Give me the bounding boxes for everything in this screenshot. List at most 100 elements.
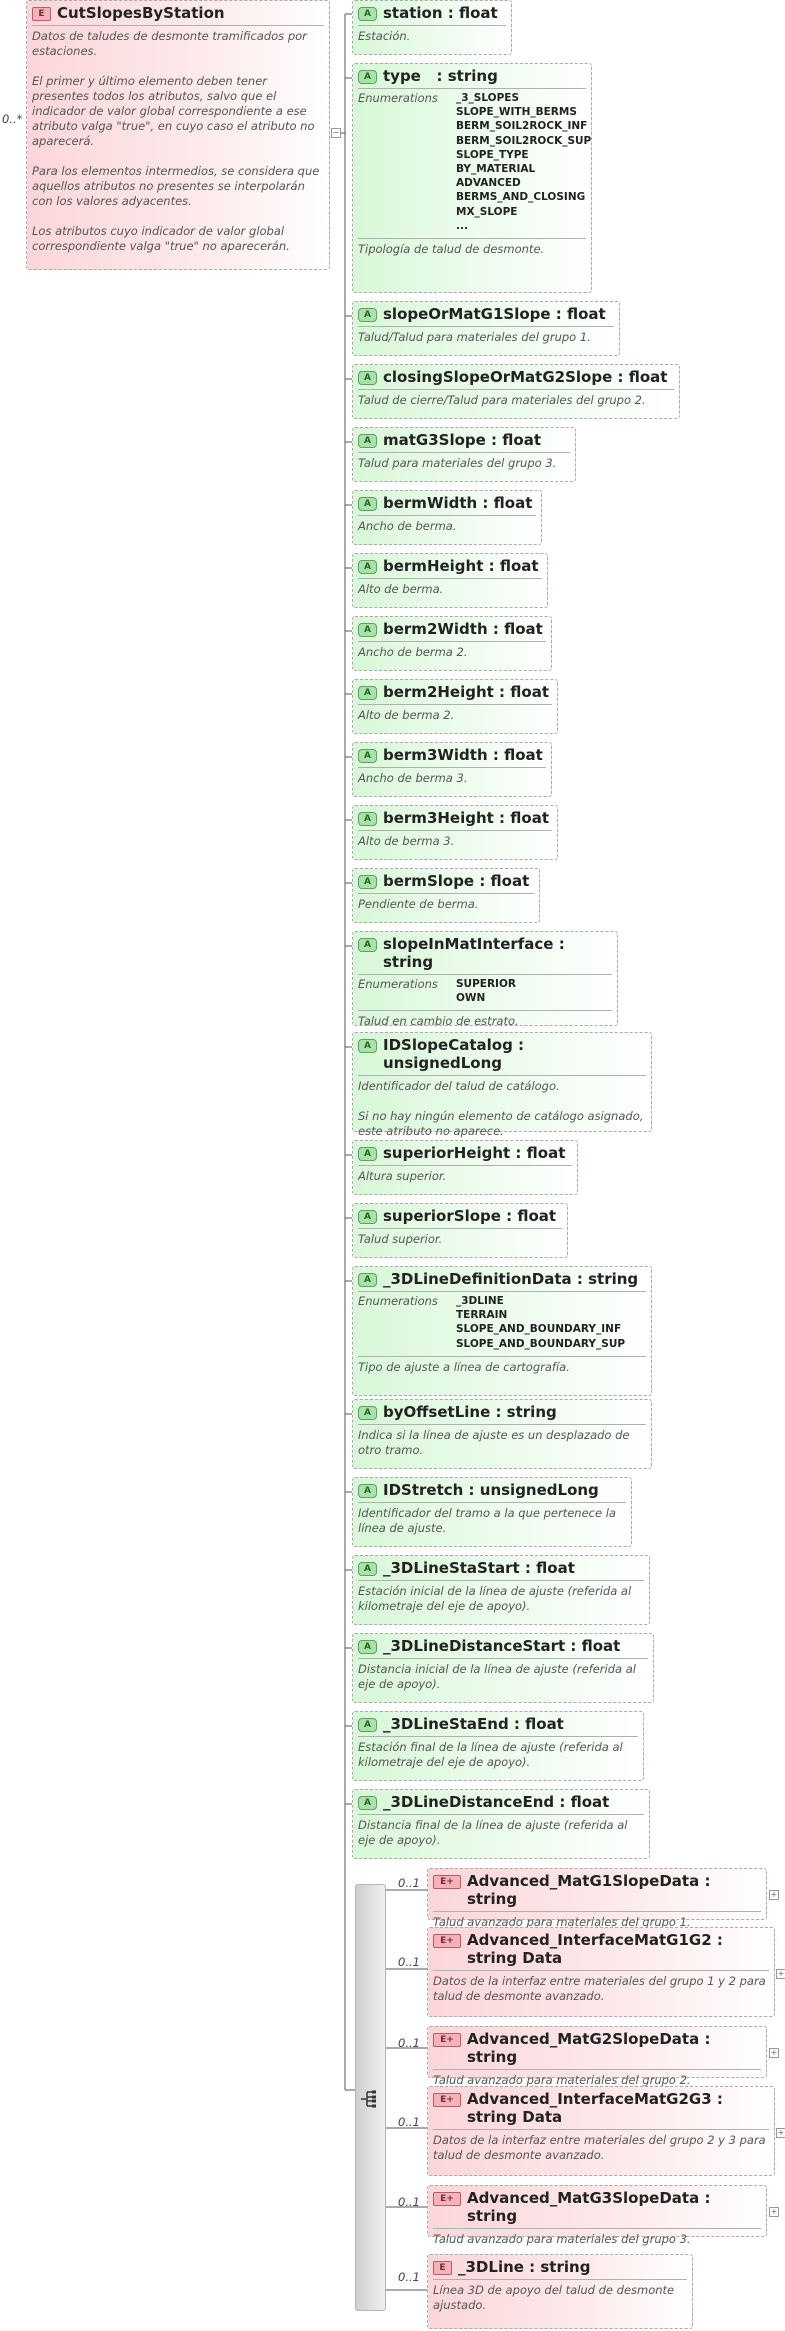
attribute-badge-icon: A — [358, 686, 377, 700]
divider — [358, 578, 542, 579]
sequence-compositor[interactable] — [355, 1884, 386, 2311]
attribute-name: _3DLineStaEnd : float — [383, 1715, 564, 1733]
attribute-description: Talud superior. — [358, 1232, 443, 1246]
root-element-box[interactable]: E CutSlopesByStation Datos de taludes de… — [26, 0, 330, 270]
expand-toggle-icon[interactable]: + — [769, 2048, 779, 2058]
element-Advanced_InterfaceMatG1G2[interactable]: E+ Advanced_InterfaceMatG1G2 : string Dat… — [427, 1927, 775, 2017]
collapse-toggle-icon[interactable]: − — [331, 128, 341, 138]
attribute-name: berm2Width : float — [383, 620, 543, 638]
element-Advanced_MatG3SlopeData[interactable]: E+Advanced_MatG3SlopeData : string Talud… — [427, 2185, 767, 2246]
element-Advanced_MatG1SlopeData[interactable]: E+Advanced_MatG1SlopeData : string Talud… — [427, 1868, 767, 1929]
attribute-badge-icon: A — [358, 7, 377, 21]
attribute-name: bermWidth : float — [383, 494, 533, 512]
element-description: Talud avanzado para materiales del grupo… — [433, 1915, 691, 1929]
element-name: Advanced_MatG1SlopeData : string — [467, 1872, 711, 1908]
sequence-icon — [361, 2090, 376, 2108]
attribute-name: berm3Height : float — [383, 809, 549, 827]
attribute-name: superiorHeight : float — [383, 1144, 566, 1162]
divider — [358, 1075, 646, 1076]
expand-toggle-icon[interactable]: + — [769, 2207, 779, 2217]
attribute-3DLineDistanceStart[interactable]: A_3DLineDistanceStart : float Distancia … — [352, 1633, 654, 1703]
attribute-name: berm3Width : float — [383, 746, 543, 764]
child-cardinality: 0..1 — [398, 1955, 420, 1969]
element-Advanced_MatG2SlopeData[interactable]: E+Advanced_MatG2SlopeData : string Talud… — [427, 2026, 767, 2087]
divider — [358, 767, 546, 768]
attribute-badge-icon: A — [358, 1640, 377, 1654]
attribute-badge-icon: A — [358, 1273, 377, 1287]
divider — [358, 1502, 626, 1503]
attribute-3DLineStaEnd[interactable]: A_3DLineStaEnd : float Estación final de… — [352, 1711, 644, 1781]
enum-value: _3_SLOPES — [456, 92, 520, 104]
enum-value: SUPERIOR — [456, 978, 516, 990]
attribute-description: Estación. — [358, 29, 411, 43]
root-element-description: Datos de taludes de desmonte tramificado… — [32, 29, 320, 253]
attribute-badge-icon: A — [358, 1796, 377, 1810]
enumerations-label: Enumerations — [358, 977, 438, 991]
divider — [358, 974, 612, 975]
divider — [433, 2129, 769, 2130]
element-badge-icon: E+ — [433, 1934, 461, 1948]
enum-value: BERMS_AND_CLOSING — [456, 191, 586, 204]
divider — [358, 641, 546, 642]
divider — [358, 326, 614, 327]
attribute-description: Indica si la línea de ajuste es un despl… — [358, 1428, 630, 1457]
divider — [433, 1911, 761, 1912]
attribute-name: IDSlopeCatalog : unsignedLong — [383, 1036, 525, 1072]
child-cardinality: 0..1 — [398, 2195, 420, 2209]
expand-toggle-icon[interactable]: + — [769, 1890, 779, 1900]
attribute-name: station : float — [383, 4, 498, 22]
divider — [358, 389, 674, 390]
attribute-3DLineDistanceEnd[interactable]: A_3DLineDistanceEnd : float Distancia fi… — [352, 1789, 650, 1859]
attribute-3DLineDefinitionData[interactable]: A_3DLineDefinitionData : string Enumerat… — [352, 1266, 652, 1396]
attribute-badge-icon: A — [358, 1406, 377, 1420]
attribute-3DLineStaStart[interactable]: A_3DLineStaStart : float Estación inicia… — [352, 1555, 650, 1625]
attribute-badge-icon: A — [358, 1484, 377, 1498]
element-badge-icon: E+ — [433, 2033, 461, 2047]
attribute-description: Tipología de talud de desmonte. — [358, 242, 545, 257]
divider — [358, 1010, 612, 1012]
root-element-name: CutSlopesByStation — [57, 4, 225, 22]
divider — [358, 1736, 638, 1737]
enumerations-label: Enumerations — [358, 91, 438, 105]
attribute-name: slopeOrMatG1Slope : float — [383, 305, 606, 323]
attribute-name: type : string — [383, 67, 498, 85]
element-Advanced_InterfaceMatG2G3[interactable]: E+Advanced_InterfaceMatG2G3 : string Dat… — [427, 2086, 775, 2176]
divider — [358, 1658, 648, 1659]
divider — [358, 238, 586, 240]
enumerations-label: Enumerations — [358, 1294, 438, 1308]
expand-toggle-icon[interactable]: + — [776, 2128, 785, 2138]
element-3DLine[interactable]: E_3DLine : string Línea 3D de apoyo del … — [427, 2254, 693, 2329]
divider — [358, 704, 552, 705]
attribute-description: Talud para materiales del grupo 3. — [358, 456, 557, 470]
divider — [358, 515, 536, 516]
expand-toggle-icon[interactable]: + — [776, 1969, 785, 1979]
enum-value: SLOPE_WITH_BERMS — [456, 106, 577, 119]
divider — [358, 1424, 646, 1425]
element-name: Advanced_InterfaceMatG1G2 : string Data — [467, 1931, 723, 1967]
attribute-name: berm2Height : float — [383, 683, 549, 701]
divider — [433, 2069, 761, 2070]
enumerations-block: Enumerations SUPERIOR OWN — [353, 975, 617, 1007]
divider — [433, 2279, 687, 2280]
enum-value: TERRAIN — [456, 1309, 508, 1322]
attribute-name: byOffsetLine : string — [383, 1403, 557, 1421]
divider — [32, 25, 324, 26]
